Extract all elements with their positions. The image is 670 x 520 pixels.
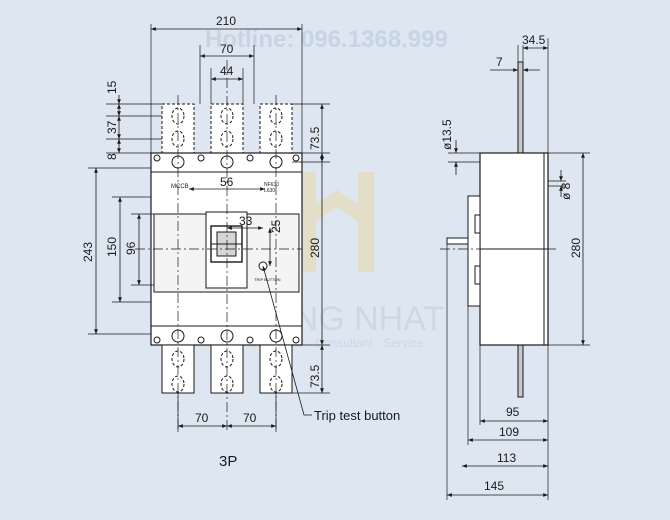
breaker-label: MCCB (171, 184, 189, 190)
dim-280-front: 280 (308, 238, 322, 258)
side-dimension-lines (447, 46, 585, 497)
dim-150: 150 (105, 237, 119, 257)
side-dimension-labels: 34.5 7 ø13.5 ø 8 280 95 109 113 145 (440, 33, 583, 493)
dim-145: 145 (484, 479, 504, 493)
side-handle (446, 237, 469, 245)
rating-label-2: L630 (264, 188, 275, 194)
dim-70-bottom-left: 70 (195, 411, 209, 425)
trip-test-callout: Trip test button (314, 408, 400, 423)
dim-44: 44 (220, 64, 234, 78)
dim-33: 33 (239, 214, 253, 228)
dim-34-5: 34.5 (522, 33, 546, 47)
side-extension-lines (446, 38, 590, 500)
front-dimension-labels: 210 70 44 15 37 8 73.5 56 33 25 243 150 … (81, 14, 322, 425)
trip-small-label: TRIP BUTTON (254, 277, 281, 282)
top-stud (517, 61, 524, 154)
dim-dia-8: ø 8 (559, 182, 573, 200)
front-view (88, 24, 330, 432)
top-screws (153, 154, 300, 169)
watermark: Hotline: 096.1368.999 HOANG NHAT Sales -… (205, 26, 448, 350)
dim-8: 8 (105, 153, 119, 160)
dim-280-side: 280 (569, 238, 583, 258)
dim-56: 56 (220, 175, 234, 189)
dim-95: 95 (506, 405, 520, 419)
watermark-logo (300, 172, 374, 272)
dim-70-bottom-right: 70 (243, 411, 257, 425)
pole-label: 3P (219, 453, 237, 470)
bottom-stud (517, 344, 524, 398)
rating-label: NF630 (264, 182, 279, 188)
dim-37: 37 (105, 120, 119, 134)
dim-109: 109 (499, 425, 519, 439)
dim-113: 113 (497, 451, 516, 465)
center-lines (135, 60, 302, 430)
dim-dia-13-5: ø13.5 (440, 119, 454, 150)
dim-15: 15 (105, 80, 119, 94)
watermark-hotline: Hotline: 096.1368.999 (205, 26, 448, 53)
dim-96: 96 (124, 241, 138, 255)
dim-70-top: 70 (220, 42, 234, 56)
dimension-lines (94, 27, 324, 428)
side-view (440, 38, 590, 500)
dim-7: 7 (496, 55, 503, 69)
dim-25: 25 (269, 219, 283, 233)
dim-73-5-top: 73.5 (308, 126, 322, 150)
dim-73-5-bot: 73.5 (308, 364, 322, 388)
dim-210: 210 (216, 14, 236, 28)
bottom-screws (153, 329, 300, 344)
dim-243: 243 (81, 242, 95, 262)
